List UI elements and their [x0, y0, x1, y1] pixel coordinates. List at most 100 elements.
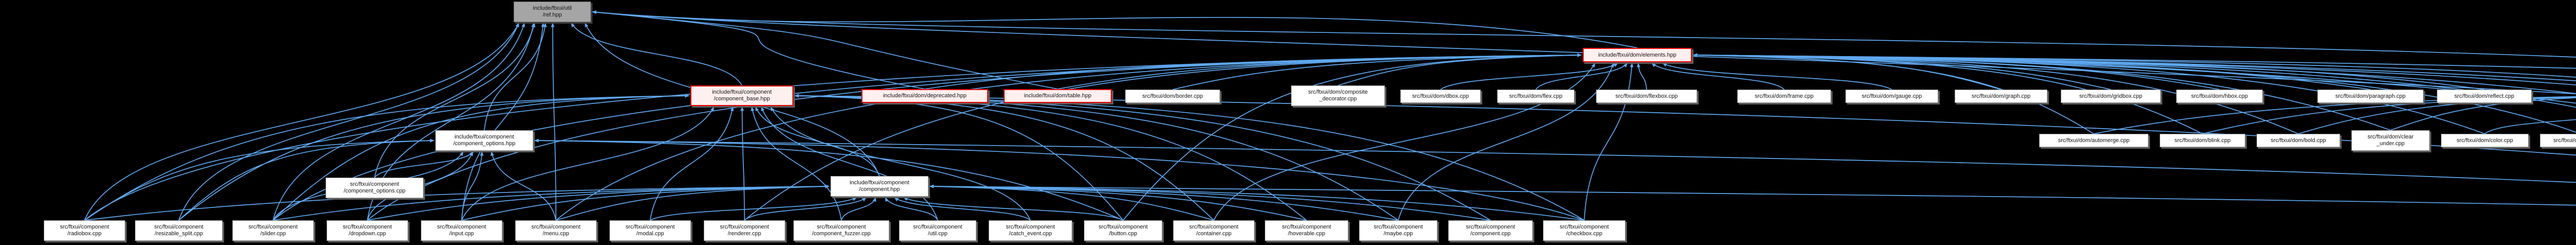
edge	[534, 138, 1124, 221]
edge	[592, 10, 925, 90]
edge	[929, 184, 1214, 221]
edge	[1693, 53, 2299, 134]
node-component-hpp[interactable]: include/ftxui/component /component.hpp	[831, 176, 928, 197]
node-gridbox-cpp[interactable]: src/ftxui/dom/gridbox.cpp	[2061, 90, 2161, 103]
edge	[744, 197, 867, 221]
node-automerge-cpp[interactable]: src/ftxui/dom/automerge.cpp	[2039, 134, 2148, 147]
node-component-options-hpp[interactable]: include/ftxui/component /component_optio…	[435, 130, 533, 151]
edge	[555, 184, 829, 221]
edges-group	[84, 10, 2576, 221]
node-component-base-hpp[interactable]: include/ftxui/component /component_base.…	[690, 85, 793, 106]
edge	[2484, 119, 2576, 134]
node-resizable-split-cpp[interactable]: src/ftxui/component /resizable_split.cpp	[135, 220, 223, 241]
edge	[1693, 53, 2576, 81]
edge	[929, 184, 1585, 221]
node-hoverable-cpp[interactable]: src/ftxui/component /hoverable.cpp	[1265, 220, 1348, 241]
edge	[794, 94, 1491, 221]
edge	[650, 197, 857, 221]
node-ref-hpp[interactable]: include/ftxui/util /ref.hpp	[514, 2, 591, 22]
node-color-cpp[interactable]: src/ftxui/dom/color.cpp	[2441, 134, 2529, 147]
node-dropdown-cpp[interactable]: src/ftxui/component /dropdown.cpp	[327, 220, 408, 241]
node-input-cpp[interactable]: src/ftxui/component /input.cpp	[421, 220, 502, 241]
edge	[841, 197, 876, 221]
node-clear-under-cpp[interactable]: src/ftxui/dom/clear _under.cpp	[2351, 130, 2430, 151]
edge	[929, 184, 2576, 206]
node-modal-cpp[interactable]: src/ftxui/component /modal.cpp	[609, 220, 691, 241]
node-menu-cpp[interactable]: src/ftxui/component /menu.cpp	[515, 220, 597, 241]
edge	[592, 10, 1638, 48]
node-graph-cpp[interactable]: src/ftxui/dom/graph.cpp	[1955, 90, 2047, 103]
edge	[1693, 53, 2576, 69]
edge	[534, 138, 1585, 221]
edge	[592, 10, 1058, 90]
node-paragraph-cpp[interactable]: src/ftxui/dom/paragraph.cpp	[2317, 90, 2424, 103]
node-table-hpp[interactable]: include/ftxui/dom/table.hpp	[1004, 89, 1112, 103]
edge	[1172, 53, 1582, 90]
edge	[484, 23, 547, 131]
edge	[273, 23, 525, 221]
node-bold-cpp[interactable]: src/ftxui/dom/bold.cpp	[2257, 134, 2340, 147]
edge	[761, 107, 938, 221]
node-component-fuzzer-cpp[interactable]: src/ftxui/component /component_fuzzer.cp…	[793, 220, 889, 241]
edge	[490, 151, 556, 221]
edge	[794, 94, 1307, 221]
edge	[374, 151, 474, 178]
edge	[555, 53, 1582, 221]
edge	[903, 197, 1124, 221]
node-composite-decorator-cpp[interactable]: src/ftxui/dom/composite _decorator.cpp	[1291, 85, 1385, 106]
edge	[273, 94, 689, 221]
edge	[84, 138, 434, 221]
node-blink-cpp[interactable]: src/ftxui/dom/blink.cpp	[2160, 134, 2245, 147]
edge	[461, 151, 484, 221]
edge	[894, 197, 1031, 221]
node-container-cpp[interactable]: src/ftxui/component /container.cpp	[1173, 220, 1255, 241]
edge	[740, 107, 745, 221]
edge	[755, 107, 880, 177]
edge	[929, 184, 1307, 221]
node-gauge-cpp[interactable]: src/ftxui/dom/gauge.cpp	[1845, 90, 1938, 103]
node-frame-cpp[interactable]: src/ftxui/dom/frame.cpp	[1737, 90, 1831, 103]
node-dbox-cpp[interactable]: src/ftxui/dom/dbox.cpp	[1400, 90, 1481, 103]
edge	[929, 184, 1491, 221]
node-border-cpp[interactable]: src/ftxui/dom/border.cpp	[1125, 90, 1220, 103]
edge	[374, 23, 536, 178]
edge	[178, 138, 434, 221]
edge	[2202, 96, 2576, 134]
edge	[929, 184, 1399, 221]
node-flex-cpp[interactable]: src/ftxui/dom/flex.cpp	[1497, 90, 1574, 103]
edge	[2390, 97, 2576, 131]
node-reflect-cpp[interactable]: src/ftxui/dom/reflect.cpp	[2437, 90, 2532, 103]
node-elements-hpp[interactable]: include/ftxui/dom/elements.hpp	[1583, 48, 1692, 62]
edge	[571, 23, 742, 86]
edge	[178, 23, 519, 221]
edge	[367, 53, 1582, 221]
node-util-cpp[interactable]: src/ftxui/component /util.cpp	[899, 220, 976, 241]
edge	[461, 184, 829, 221]
edge	[1584, 63, 1634, 221]
node-checkbox-cpp[interactable]: src/ftxui/component /checkbox.cpp	[1543, 220, 1625, 241]
node-radiobox-cpp[interactable]: src/ftxui/component /radiobox.cpp	[44, 220, 125, 241]
node-component-cpp[interactable]: src/ftxui/component /component.cpp	[1448, 220, 1533, 241]
edge	[924, 53, 1582, 90]
edge	[534, 138, 2576, 183]
edge	[1535, 63, 1628, 90]
edge	[1693, 53, 2203, 134]
edge	[794, 94, 1399, 221]
node-hbox-cpp[interactable]: src/ftxui/dom/hbox.cpp	[2176, 90, 2263, 103]
node-deprecated-hpp[interactable]: include/ftxui/dom/deprecated.hpp	[861, 89, 988, 103]
edge	[84, 94, 689, 221]
node-dim-cpp[interactable]: src/ftxui/dom/dim.cpp	[2540, 134, 2576, 147]
node-slider-cpp[interactable]: src/ftxui/component /slider.cpp	[232, 220, 314, 241]
node-button-cpp[interactable]: src/ftxui/component /button.cpp	[1084, 220, 1162, 241]
node-flexbox-cpp[interactable]: src/ftxui/dom/flexbox.cpp	[1596, 90, 1697, 103]
node-maybe-cpp[interactable]: src/ftxui/component /maybe.cpp	[1359, 220, 1437, 241]
edge	[273, 184, 829, 221]
edge	[770, 107, 1031, 221]
edge	[1662, 63, 1892, 90]
edge	[1440, 63, 1618, 90]
node-renderer-cpp[interactable]: src/ftxui/component /renderer.cpp	[704, 220, 785, 241]
node-component-options-cpp[interactable]: src/ftxui/component /component_options.c…	[326, 178, 423, 198]
edge	[650, 107, 734, 221]
node-catch-event-cpp[interactable]: src/ftxui/component /catch_event.cpp	[989, 220, 1072, 241]
